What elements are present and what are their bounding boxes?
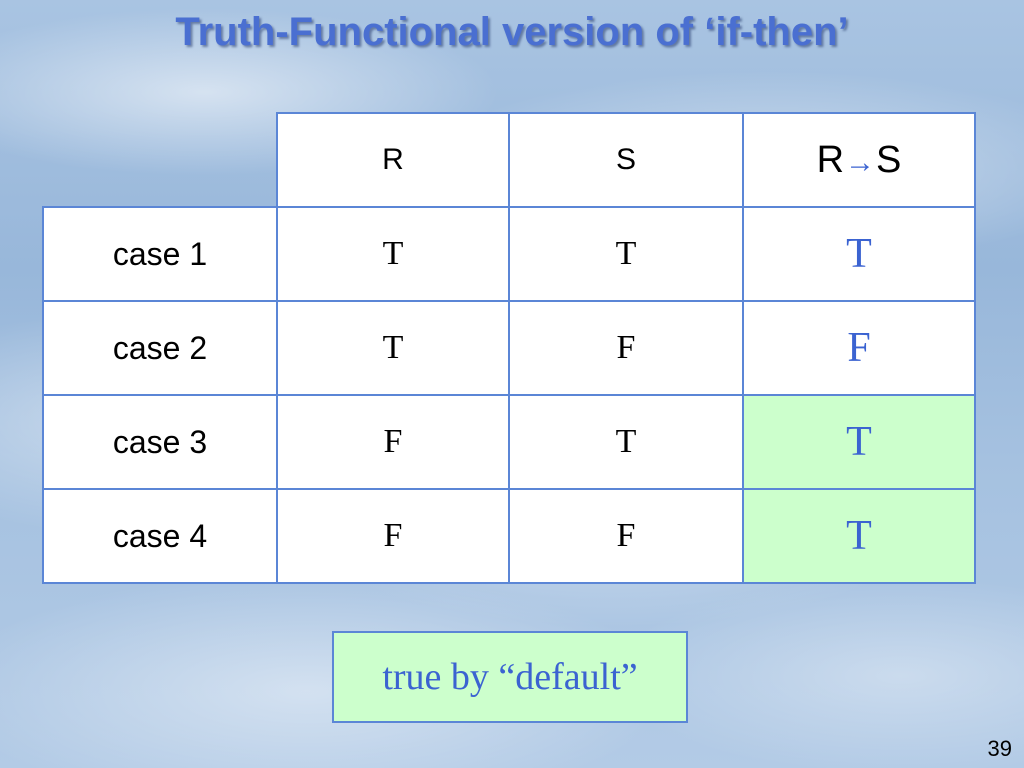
r-value-cell: T: [276, 300, 510, 396]
result-cell: T: [742, 206, 976, 302]
case-label-cell: case 1: [42, 206, 278, 302]
result-value: T: [846, 419, 872, 465]
result-value: T: [846, 513, 872, 559]
table-row: case 1 T T T: [42, 206, 976, 302]
slide-title: Truth-Functional version of ‘if-then’: [175, 10, 849, 54]
result-value: T: [846, 231, 872, 277]
header-r: R: [276, 112, 510, 208]
header-cond-left: R: [816, 138, 845, 181]
r-value: F: [383, 423, 403, 460]
case-label: case 1: [112, 235, 208, 272]
case-label-cell: case 4: [42, 488, 278, 584]
table-row: case 4 F F T: [42, 488, 976, 584]
header-conditional: R→S: [742, 112, 976, 208]
r-value: F: [383, 517, 403, 554]
case-label: case 3: [112, 423, 208, 460]
header-s-label: S: [615, 143, 636, 176]
header-s: S: [508, 112, 744, 208]
s-value-cell: T: [508, 206, 744, 302]
header-r-label: R: [382, 143, 404, 176]
case-label: case 2: [112, 329, 208, 366]
result-cell-highlighted: T: [742, 394, 976, 490]
s-value-cell: F: [508, 488, 744, 584]
default-note-box: true by “default”: [332, 631, 688, 723]
truth-table: R S R→S case 1 T T T case 2 T F F case 3…: [42, 112, 976, 584]
table-row: case 2 T F F: [42, 300, 976, 396]
s-value: T: [615, 235, 637, 272]
case-label: case 4: [112, 517, 208, 554]
case-label-cell: case 2: [42, 300, 278, 396]
result-value: F: [847, 325, 871, 371]
right-arrow-icon: →: [845, 145, 876, 179]
r-value: T: [382, 329, 404, 366]
header-cond-right: S: [876, 138, 902, 181]
case-label-cell: case 3: [42, 394, 278, 490]
s-value: T: [615, 423, 637, 460]
r-value: T: [382, 235, 404, 272]
s-value: F: [616, 329, 636, 366]
result-cell: F: [742, 300, 976, 396]
r-value-cell: F: [276, 394, 510, 490]
header-row: R S R→S: [43, 112, 976, 208]
s-value-cell: F: [508, 300, 744, 396]
s-value-cell: T: [508, 394, 744, 490]
s-value: F: [616, 517, 636, 554]
header-empty-cell: [43, 113, 278, 208]
r-value-cell: T: [276, 206, 510, 302]
page-number: 39: [987, 736, 1012, 761]
r-value-cell: F: [276, 488, 510, 584]
result-cell-highlighted: T: [742, 488, 976, 584]
table-row: case 3 F T T: [42, 394, 976, 490]
